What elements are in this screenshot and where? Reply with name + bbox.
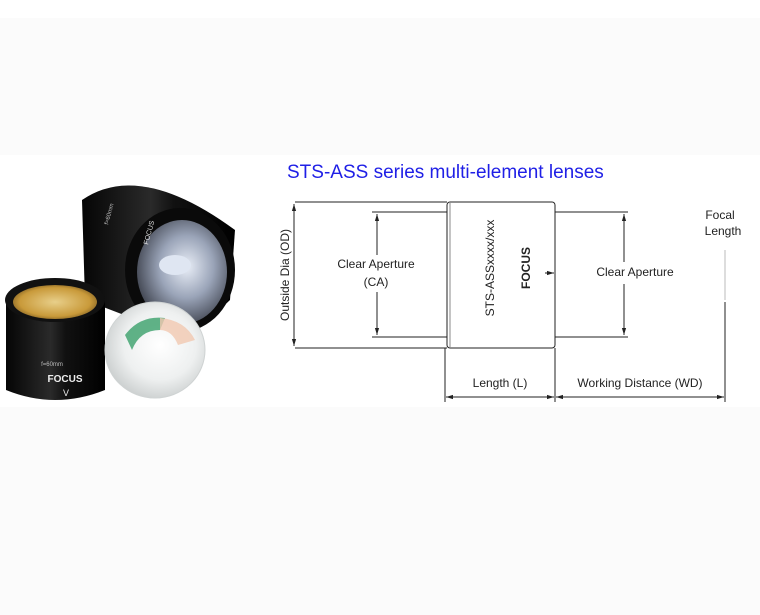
diagram-title: STS-ASS series multi-element lenses: [287, 162, 604, 183]
focal-length-label-1: Focal: [705, 208, 734, 222]
top-margin: [0, 0, 760, 18]
clear-aperture-left-abbr: (CA): [364, 275, 389, 289]
product-photo: f=60mm FOCUS f=60mm FOCUS V: [5, 185, 235, 400]
length-label: Length (L): [473, 376, 528, 390]
front-lens-focal-marking: f=60mm: [41, 362, 63, 368]
lens-body: [446, 201, 556, 349]
front-lens: f=60mm FOCUS V: [5, 278, 105, 400]
clear-aperture-right-label: Clear Aperture: [596, 265, 674, 279]
front-lens-focus-marking: FOCUS: [48, 374, 83, 385]
part-number-label: STS-ASSxxxx/xxx: [483, 220, 497, 317]
loose-lens-element: [104, 301, 206, 399]
front-lens-v-marking: V: [63, 388, 69, 398]
outside-dia-label: Outside Dia (OD): [278, 229, 292, 321]
working-distance-label: Working Distance (WD): [577, 376, 702, 390]
rear-lens: f=60mm FOCUS: [82, 185, 235, 332]
focal-length-label-2: Length: [705, 224, 742, 238]
rear-lens-focal-marking: f=60mm: [104, 203, 115, 226]
lens-dimension-diagram: [291, 201, 726, 402]
focus-label: FOCUS: [519, 247, 533, 289]
clear-aperture-left-label: Clear Aperture: [337, 257, 415, 271]
